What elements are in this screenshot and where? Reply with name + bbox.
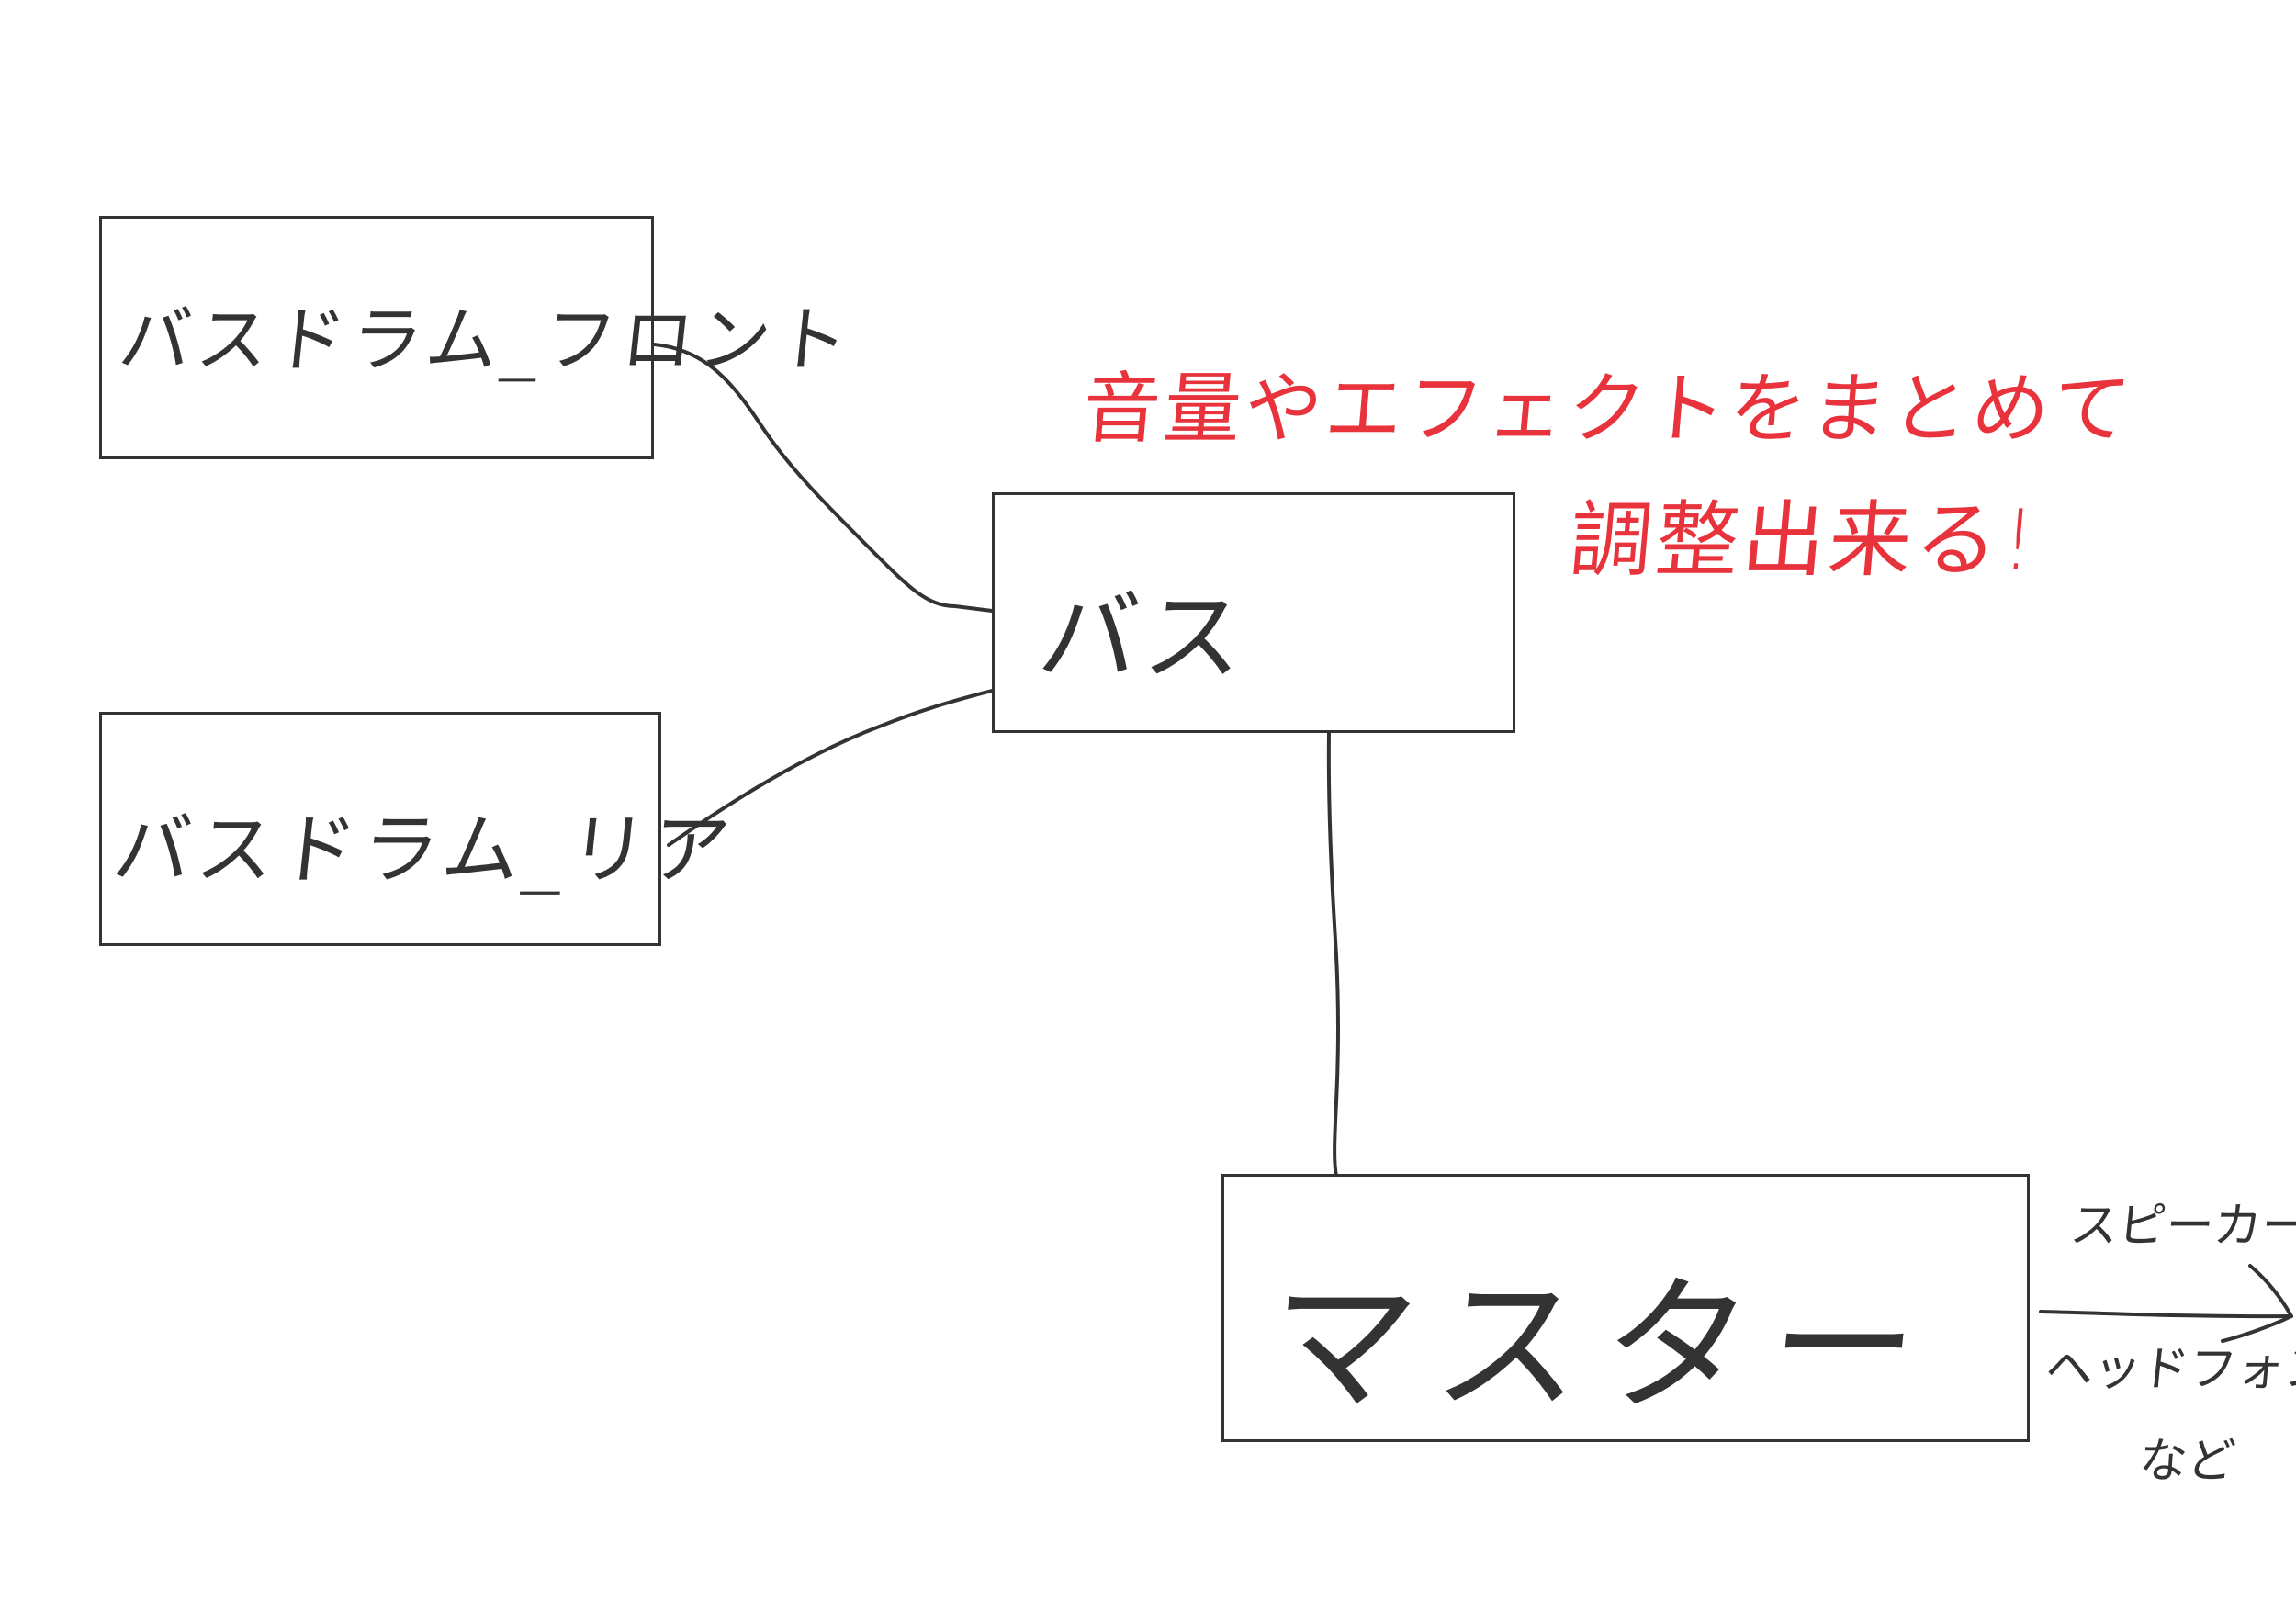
output-label-speaker: スピーカー xyxy=(2067,1199,2296,1254)
output-arrowhead xyxy=(2221,1264,2293,1343)
annotation-line-2: 調整出来る! xyxy=(1565,492,2043,589)
output-label-etc: など xyxy=(2136,1434,2238,1489)
node-master-label: マスター xyxy=(1259,1260,1947,1432)
connector-rear-to-bus xyxy=(667,689,994,847)
connector-bus-to-master xyxy=(1326,731,1340,1178)
node-master: マスター xyxy=(1221,1174,2030,1442)
output-label-headphone: ヘッドフォン xyxy=(2043,1342,2296,1397)
node-bassdrum-front-label: バスドラム_フロント xyxy=(115,299,858,382)
node-bus-label: バス xyxy=(1033,580,1255,695)
annotation-line-1: 音量やエフェクトをまとめて xyxy=(1079,364,2138,454)
node-bus: バス xyxy=(992,492,1515,733)
node-bassdrum-rear: バスドラム_リア xyxy=(99,712,739,946)
connector-front-to-bus xyxy=(652,343,994,613)
node-bassdrum-rear-label: バスドラム_リア xyxy=(109,805,739,895)
output-arrow-line xyxy=(2039,1310,2293,1319)
node-bassdrum-front: バスドラム_フロント xyxy=(99,216,858,459)
